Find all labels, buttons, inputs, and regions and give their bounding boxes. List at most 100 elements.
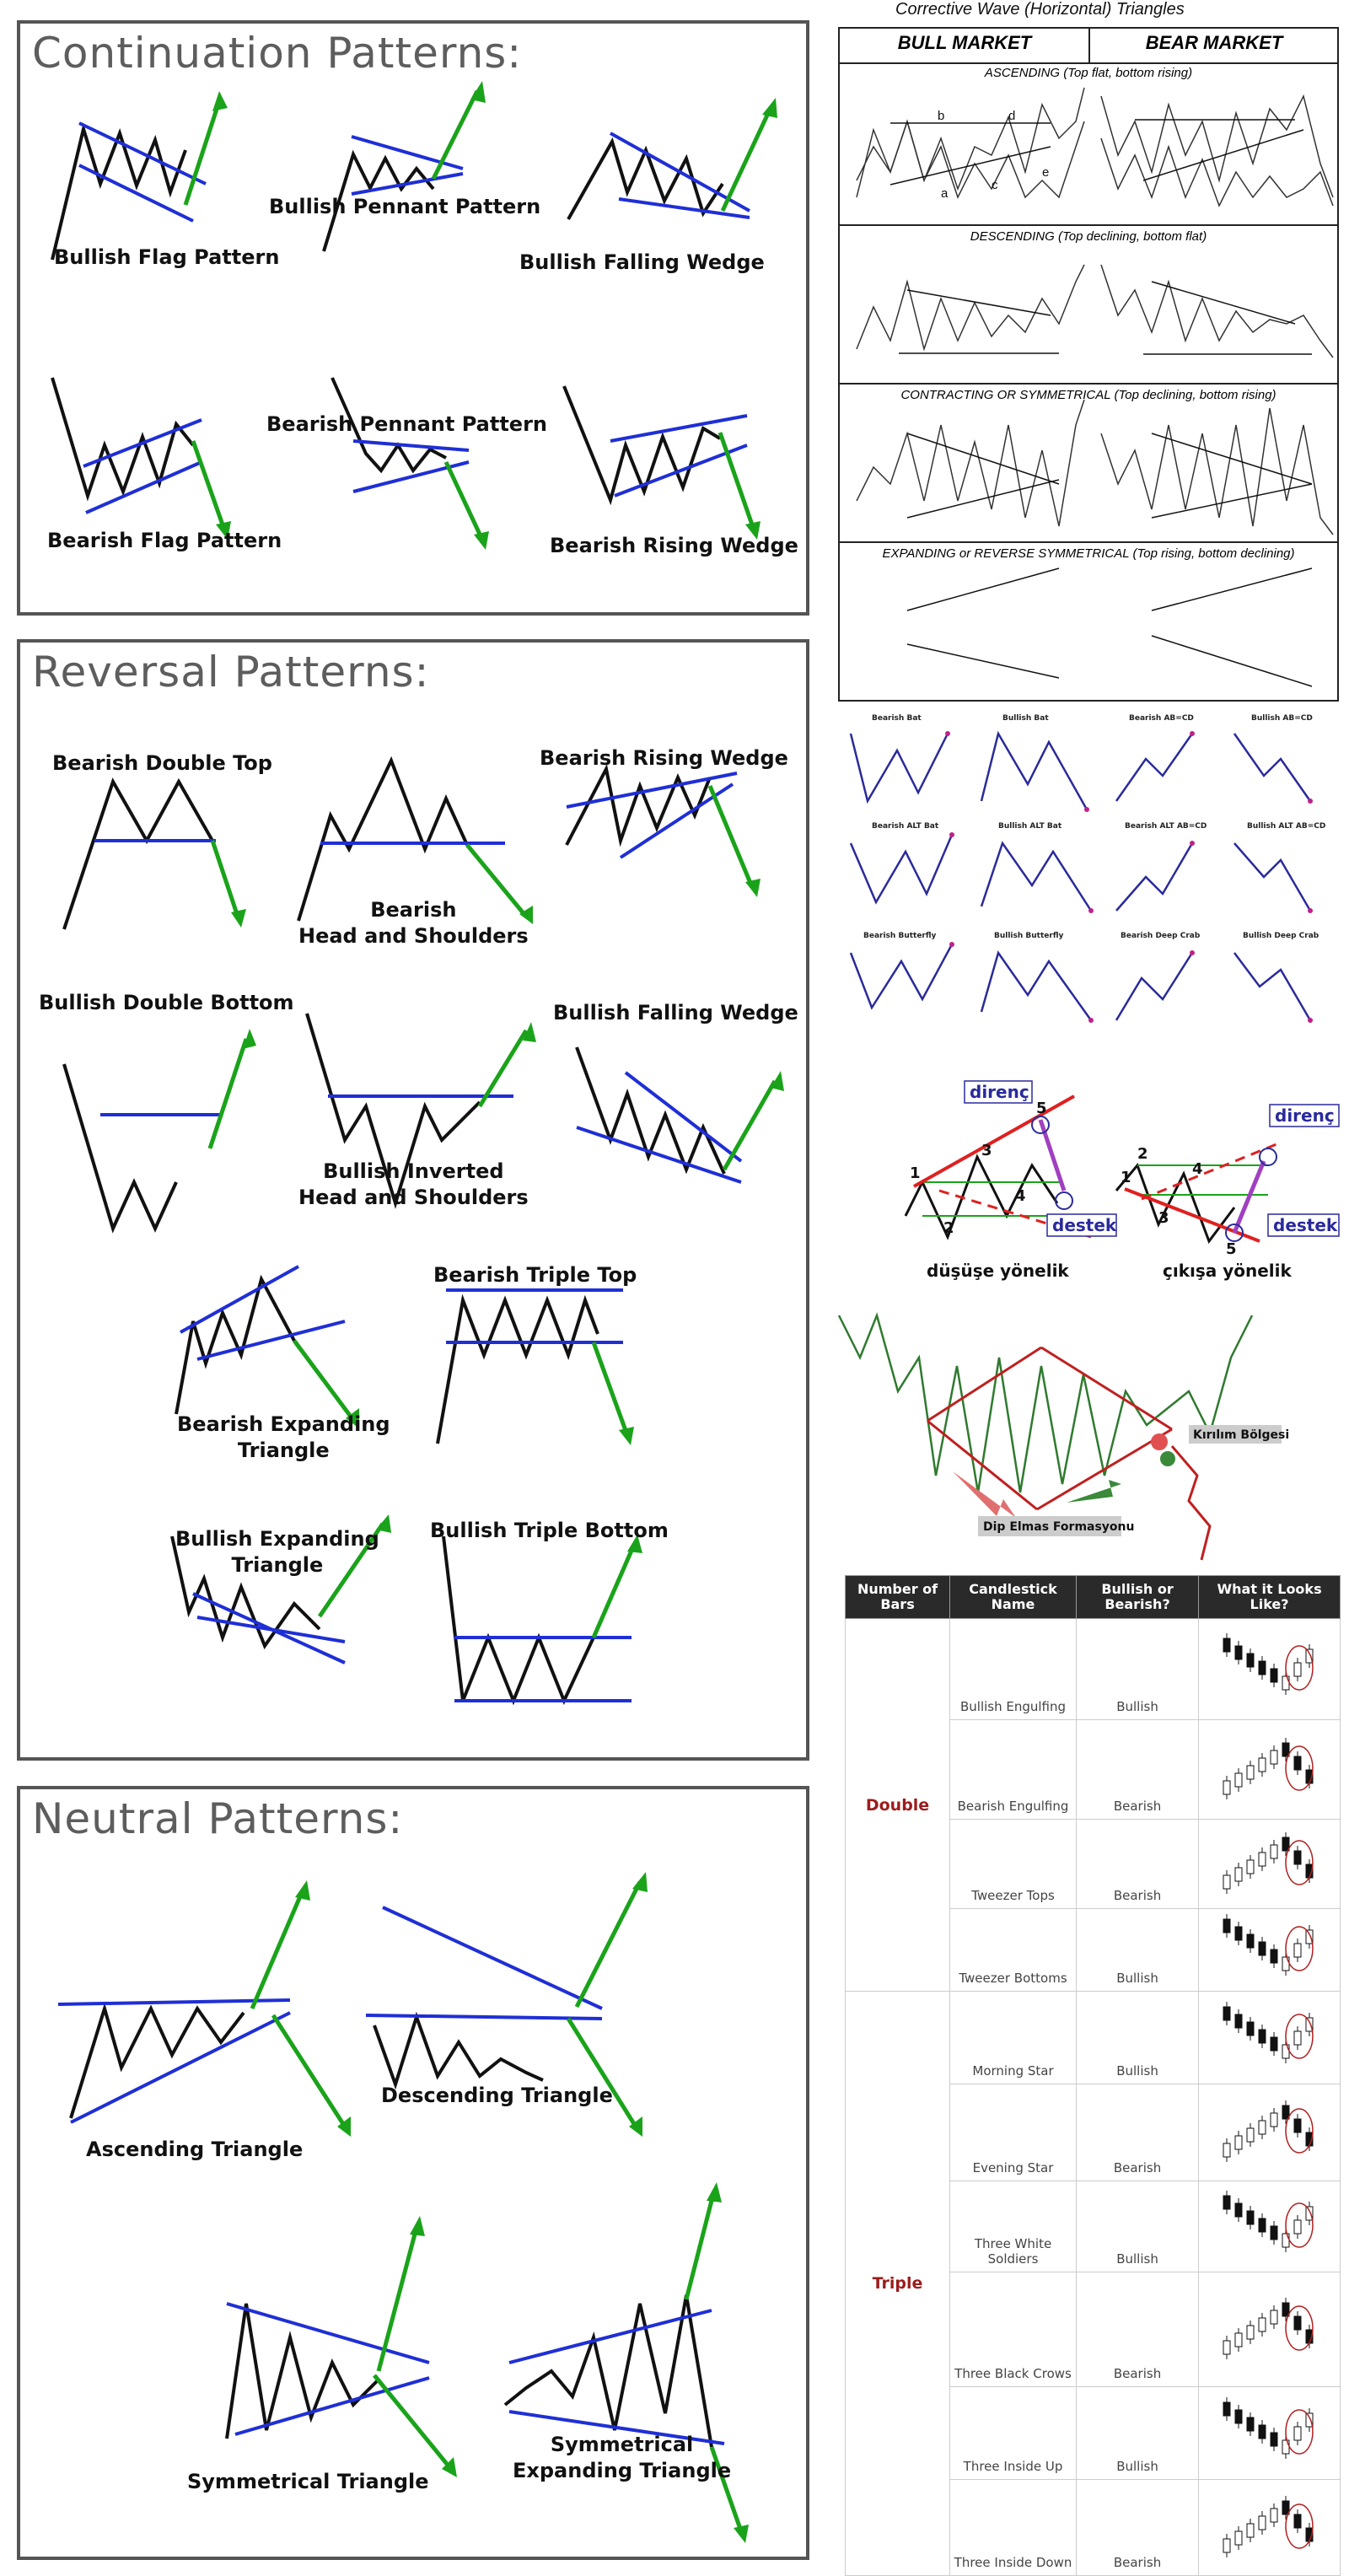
candle-illustration-cell	[1198, 1908, 1341, 1992]
candle-body	[1282, 1675, 1290, 1690]
label-bearish-rising-wedge: Bearish Rising Wedge	[540, 746, 788, 770]
bull-market-header: BULL MARKET	[897, 32, 1032, 53]
point-5: 5	[1036, 1100, 1047, 1117]
continuation-diagrams	[51, 81, 777, 550]
candle-body	[1293, 1943, 1302, 1957]
col-header: Bullish or Bearish?	[1075, 1575, 1200, 1619]
harmonic-title: Bearish ALT AB=CD	[1125, 822, 1207, 831]
candle-body	[1293, 2219, 1302, 2234]
candle-body	[1258, 1852, 1266, 1866]
candlestick-table: Number of Bars Candlestick Name Bullish …	[844, 1575, 1341, 2576]
candlestick-illustration	[1223, 2001, 1314, 2063]
highlight-ring	[1284, 1745, 1314, 1791]
label-symmetrical-expanding: Symmetrical Expanding Triangle	[513, 2433, 732, 2483]
candle-body	[1223, 1780, 1231, 1794]
candle-body	[1246, 1859, 1255, 1874]
group-cell: Triple	[844, 1991, 951, 2576]
label-bullish-falling-wedge: Bullish Falling Wedge	[519, 250, 765, 274]
harmonic-title: Bearish ALT Bat	[872, 822, 939, 831]
point-1: 1	[1121, 1169, 1131, 1186]
col-header: Number of Bars	[844, 1575, 951, 1619]
candle-body	[1270, 2112, 1278, 2127]
elliott-wave-drawings: b d a c e	[856, 87, 1334, 687]
elliott-grid: BULL MARKET BEAR MARKET ASCENDING (Top f…	[838, 27, 1339, 702]
candle-name-cell: Tweezer Bottoms	[949, 1908, 1077, 1992]
candlestick-illustration	[1223, 2396, 1314, 2459]
candle-body	[1223, 1638, 1231, 1652]
candle-body	[1223, 1874, 1231, 1889]
harmonic-title: Bearish AB=CD	[1129, 714, 1194, 723]
candle-bias-cell: Bearish	[1075, 2479, 1200, 2576]
label-bullish-expanding: Bullish Expanding Triangle	[175, 1527, 379, 1578]
candle-body	[1305, 2206, 1314, 2220]
candle-body	[1282, 2044, 1290, 2058]
candle-body	[1293, 2426, 1302, 2440]
candle-body	[1223, 2340, 1231, 2354]
breakout-marker	[1160, 1451, 1175, 1466]
destek-label: destek	[1273, 1215, 1338, 1235]
elliott-row-expanding: EXPANDING or REVERSE SYMMETRICAL (Top ri…	[882, 546, 1295, 561]
label-symmetrical-triangle: Symmetrical Triangle	[187, 2470, 429, 2493]
highlight-ring	[1284, 1644, 1314, 1691]
candle-bias-cell: Bullish	[1075, 2181, 1200, 2272]
candle-body	[1282, 1837, 1290, 1851]
label-descending-triangle: Descending Triangle	[381, 2084, 613, 2107]
label-ascending-triangle: Ascending Triangle	[86, 2138, 304, 2161]
candlestick-illustration	[1223, 2495, 1314, 2557]
candle-name-cell: Three Black Crows	[949, 2272, 1077, 2387]
candle-body	[1223, 2195, 1231, 2209]
candle-body	[1246, 1765, 1255, 1779]
destek-label: destek	[1052, 1215, 1117, 1235]
candle-body	[1246, 2127, 1255, 2143]
highlight-ring	[1284, 2013, 1314, 2059]
divider	[840, 383, 1337, 385]
candle-body	[1234, 2202, 1243, 2217]
candle-bias-cell: Bearish	[1075, 2272, 1200, 2387]
point-5: 5	[1226, 1240, 1237, 1258]
candle-body	[1246, 2417, 1255, 2431]
candle-body	[1234, 2332, 1243, 2347]
candle-body	[1258, 1757, 1266, 1772]
candle-body	[1234, 1867, 1243, 1881]
candle-bias-cell: Bearish	[1075, 1819, 1200, 1909]
label-bullish-inverted-hs: Bullish Inverted Head and Shoulders	[298, 1159, 529, 1210]
candle-body	[1293, 2315, 1302, 2330]
reversal-diagrams	[62, 756, 784, 1706]
candle-body	[1293, 2514, 1302, 2528]
harmonic-title: Bullish Butterfly	[994, 932, 1064, 940]
candle-illustration-cell	[1198, 1719, 1341, 1820]
candle-body	[1234, 1926, 1243, 1940]
candle-body	[1258, 2515, 1266, 2530]
candlestick-illustration	[1223, 2100, 1314, 2162]
candle-body	[1246, 1653, 1255, 1667]
candle-body	[1282, 2500, 1290, 2514]
candle-body	[1223, 1918, 1231, 1933]
neutral-panel: Neutral Patterns: Ascending Triangle D	[17, 1786, 809, 2560]
harmonic-title: Bullish Bat	[1002, 714, 1049, 723]
harmonic-title: Bearish Deep Crab	[1121, 932, 1201, 940]
candle-illustration-cell	[1198, 2084, 1341, 2181]
label-bullish-pennant: Bullish Pennant Pattern	[269, 195, 541, 218]
label-bullish-flag: Bullish Flag Pattern	[54, 245, 280, 269]
group-cell: Double	[844, 1618, 951, 1992]
candle-body	[1293, 2118, 1302, 2133]
label-bullish-double-bottom: Bullish Double Bottom	[39, 991, 294, 1014]
candle-body	[1305, 2412, 1314, 2427]
candle-name-cell: Evening Star	[949, 2084, 1077, 2181]
label-bearish-rising-wedge: Bearish Rising Wedge	[550, 534, 798, 557]
harmonic-title: Bullish ALT AB=CD	[1247, 822, 1325, 831]
harmonic-title: Bullish ALT Bat	[998, 822, 1062, 831]
harmonic-title: Bearish Butterfly	[863, 932, 937, 940]
divider	[840, 541, 1337, 543]
label-bullish-triple-bottom: Bullish Triple Bottom	[430, 1519, 669, 1542]
wave-label-a: a	[941, 186, 949, 201]
continuation-title: Continuation Patterns:	[32, 29, 523, 78]
harmonic-title: Bullish Deep Crab	[1243, 932, 1319, 940]
candle-body	[1282, 1956, 1290, 1971]
point-1: 1	[910, 1164, 921, 1182]
highlight-ring	[1284, 2503, 1314, 2549]
candle-illustration-cell	[1198, 1819, 1341, 1909]
